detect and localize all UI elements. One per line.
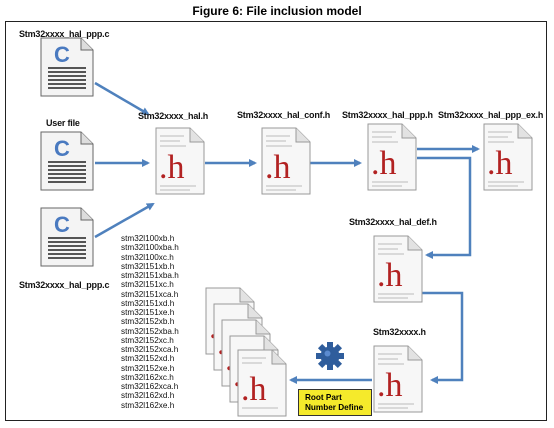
label-device-h: Stm32xxxx.h xyxy=(373,327,426,337)
device-file-item: stm32l162xd.h xyxy=(121,391,175,401)
c-file-icon-bottom: C xyxy=(40,207,94,267)
figure-title: Figure 6: File inclusion model xyxy=(192,4,362,18)
arrow-def-to-device xyxy=(402,291,464,384)
h-file-stack-part-numbers: .h .h .h .h .h xyxy=(205,287,287,417)
device-file-item: stm32l152xd.h xyxy=(121,354,175,364)
h-glyph: .h xyxy=(265,149,291,186)
label-src-top: Stm32xxxx_hal_ppp.c xyxy=(19,29,110,39)
device-file-item: stm32l151xb.h xyxy=(121,261,175,271)
h-glyph: .h xyxy=(159,149,185,186)
h-glyph: .h xyxy=(241,371,267,408)
device-file-item: stm32l162xc.h xyxy=(121,372,174,382)
h-glyph: .h xyxy=(377,257,403,294)
device-file-item: stm32l152xb.h xyxy=(121,317,175,327)
h-glyph: .h xyxy=(487,145,513,182)
h-file-icon-hal-conf: .h xyxy=(261,127,311,195)
h-glyph: .h xyxy=(377,367,403,404)
label-hal-def-h: Stm32xxxx_hal_def.h xyxy=(349,217,437,227)
arrow-ppp-to-def xyxy=(417,156,472,259)
device-file-item: stm32l162xe.h xyxy=(121,400,175,410)
device-file-item: stm32l100xc.h xyxy=(121,252,174,262)
device-file-item: stm32l151xd.h xyxy=(121,298,175,308)
h-file-icon-hal-def: .h xyxy=(373,235,423,303)
device-file-item: stm32l151xc.h xyxy=(121,280,174,290)
label-hal-conf-h: Stm32xxxx_hal_conf.h xyxy=(237,110,331,120)
device-file-item: stm32l152xc.h xyxy=(121,335,174,345)
device-file-item: stm32l151xe.h xyxy=(121,308,175,317)
label-hal-ppp-h: Stm32xxxx_hal_ppp.h xyxy=(342,110,433,120)
device-file-item: stm32l152xca.h xyxy=(121,345,179,354)
label-src-bottom: Stm32xxxx_hal_ppp.c xyxy=(19,280,110,290)
arrow-src-top-to-hal xyxy=(94,81,150,116)
gear-icon xyxy=(316,342,344,370)
h-glyph: .h xyxy=(371,145,397,182)
h-file-icon-hal: .h xyxy=(155,127,205,195)
c-glyph: C xyxy=(54,136,70,161)
device-file-item: stm32l162xca.h xyxy=(121,382,179,391)
arrow-src-bottom-to-hal xyxy=(94,202,155,239)
h-file-icon-device: .h xyxy=(373,345,423,413)
device-file-item: stm32l152xba.h xyxy=(121,326,179,336)
h-file-icon-hal-ppp: .h xyxy=(367,123,417,191)
c-file-icon-top: C xyxy=(40,37,94,97)
label-hal-h: Stm32xxxx_hal.h xyxy=(138,111,209,121)
device-file-item: stm32l100xba.h xyxy=(121,243,179,253)
note-line-1: Root Part xyxy=(305,393,342,402)
device-file-item: stm32l151xca.h xyxy=(121,289,179,299)
c-glyph: C xyxy=(54,212,70,237)
note-line-2: Number Define xyxy=(305,403,364,412)
root-part-note: Root Part Number Define xyxy=(298,389,372,416)
device-file-item: stm32l152xe.h xyxy=(121,363,175,373)
label-user-file: User file xyxy=(46,118,80,128)
device-file-item: stm32l100xb.h xyxy=(121,234,175,243)
label-hal-ppp-ex-h: Stm32xxxx_hal_ppp_ex.h xyxy=(438,110,544,120)
device-file-item: stm32l151xba.h xyxy=(121,271,179,280)
h-file-icon-hal-ppp-ex: .h xyxy=(483,123,533,191)
c-file-icon-user: C xyxy=(40,131,94,191)
c-glyph: C xyxy=(54,42,70,67)
